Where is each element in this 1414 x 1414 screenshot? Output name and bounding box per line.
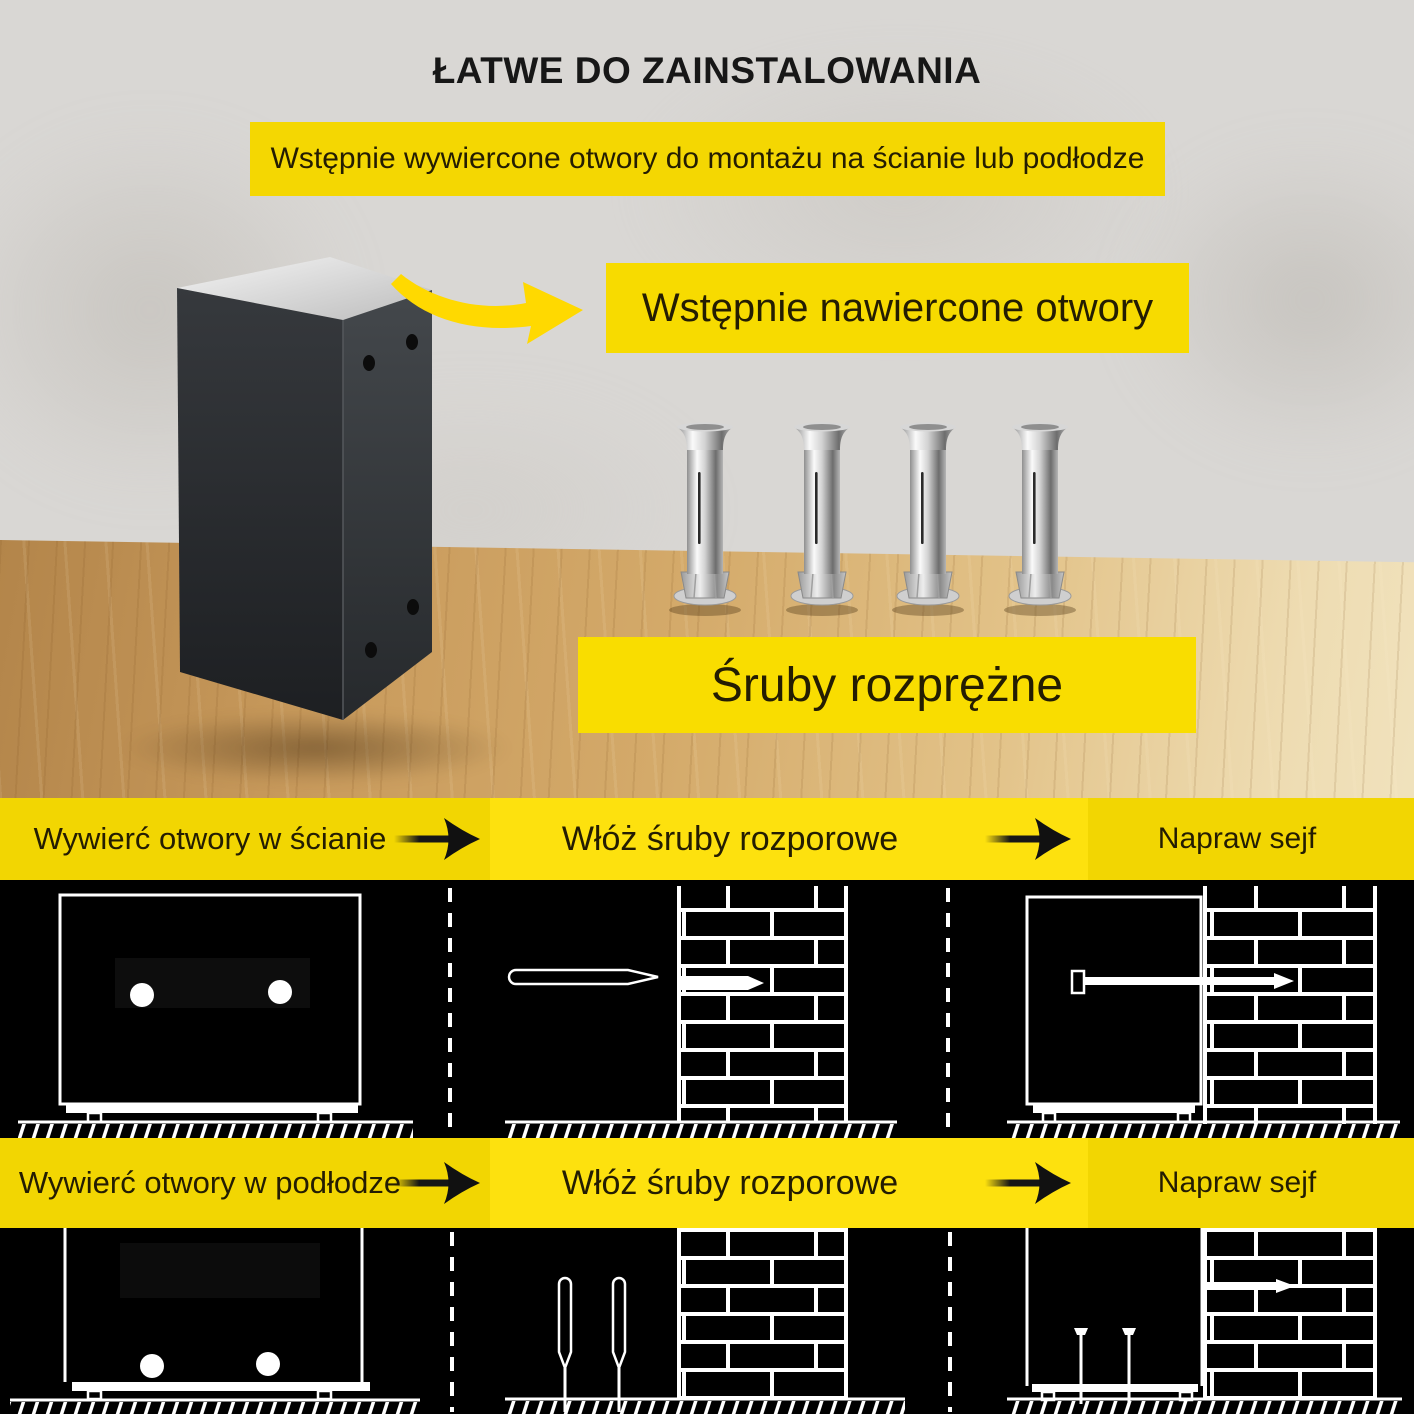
floor-diagram-band bbox=[0, 1228, 1414, 1414]
mount-hole-icon bbox=[140, 1354, 164, 1378]
callout-bolts-text: Śruby rozprężne bbox=[710, 658, 1064, 712]
brick-wall bbox=[677, 1228, 848, 1399]
expansion-bolt-icon bbox=[1003, 421, 1077, 617]
right-arrow-icon bbox=[985, 818, 1071, 860]
anchor-outline-icon bbox=[507, 968, 659, 986]
mount-hole-icon bbox=[256, 1352, 280, 1376]
diagram-safe-fixed-floor bbox=[1007, 1228, 1402, 1414]
wall-step-1: Wywierć otwory w ścianie bbox=[33, 821, 387, 856]
wall-diagram-band bbox=[0, 880, 1414, 1138]
page-title: ŁATWE DO ZAINSTALOWANIA bbox=[432, 50, 982, 91]
mount-hole-icon bbox=[130, 983, 154, 1007]
mount-hole-icon bbox=[268, 980, 292, 1004]
bolt-head-icon bbox=[1070, 969, 1086, 995]
right-arrow-icon bbox=[985, 1162, 1071, 1204]
expansion-bolt-icon bbox=[785, 421, 859, 617]
diagram-safe-floor-holes bbox=[10, 1228, 420, 1414]
safe-shadow bbox=[120, 712, 510, 784]
callout-predrilled: Wstępnie nawiercone otwory bbox=[606, 263, 1189, 353]
curved-right-arrow-icon bbox=[391, 274, 583, 344]
screw-outline-icon bbox=[557, 1276, 573, 1372]
bolt-head-icon bbox=[1122, 1328, 1136, 1335]
floor-step-2: Włóż śruby rozporowe bbox=[561, 1163, 899, 1202]
floor-step-3: Napraw sejf bbox=[1157, 1166, 1317, 1199]
diagram-insert-anchor-floor bbox=[505, 1228, 905, 1414]
expansion-bolt-icon bbox=[891, 421, 965, 617]
bolt-head-icon bbox=[1074, 1328, 1088, 1335]
brick-wall bbox=[1203, 1228, 1377, 1399]
callout-predrilled-text: Wstępnie nawiercone otwory bbox=[641, 285, 1154, 330]
banner-text: Wstępnie wywiercone otwory do montażu na… bbox=[270, 142, 1145, 175]
predrilled-hole-icon bbox=[363, 334, 419, 658]
right-arrow-icon bbox=[394, 1162, 480, 1204]
brick-wall bbox=[1203, 886, 1377, 1124]
diagram-insert-anchor-wall bbox=[505, 886, 897, 1138]
wall-step-3: Napraw sejf bbox=[1157, 822, 1317, 855]
diagram-safe-back-wall bbox=[18, 893, 413, 1138]
wall-step-2: Włóż śruby rozporowe bbox=[561, 819, 899, 858]
floor-steps-bar: Wywierć otwory w podłodze Włóż śruby roz… bbox=[0, 1138, 1414, 1228]
expansion-bolts-image bbox=[668, 421, 1077, 617]
brick-wall bbox=[677, 886, 848, 1123]
banner: Wstępnie wywiercone otwory do montażu na… bbox=[250, 122, 1165, 196]
safe-image bbox=[177, 257, 432, 720]
right-arrow-icon bbox=[394, 818, 480, 860]
expansion-bolt-icon bbox=[668, 421, 742, 617]
diagram-safe-fixed-wall bbox=[1007, 886, 1400, 1138]
anchor-inserted-icon bbox=[1203, 1282, 1276, 1290]
callout-bolts: Śruby rozprężne bbox=[578, 637, 1196, 733]
product-photo-section: ŁATWE DO ZAINSTALOWANIA Wstępnie wywierc… bbox=[0, 0, 1414, 798]
anchor-inserted-icon bbox=[680, 976, 764, 990]
floor-step-1: Wywierć otwory w podłodze bbox=[18, 1165, 402, 1200]
screw-outline-icon bbox=[611, 1276, 627, 1372]
wall-steps-bar: Wywierć otwory w ścianie Włóż śruby rozp… bbox=[0, 798, 1414, 880]
